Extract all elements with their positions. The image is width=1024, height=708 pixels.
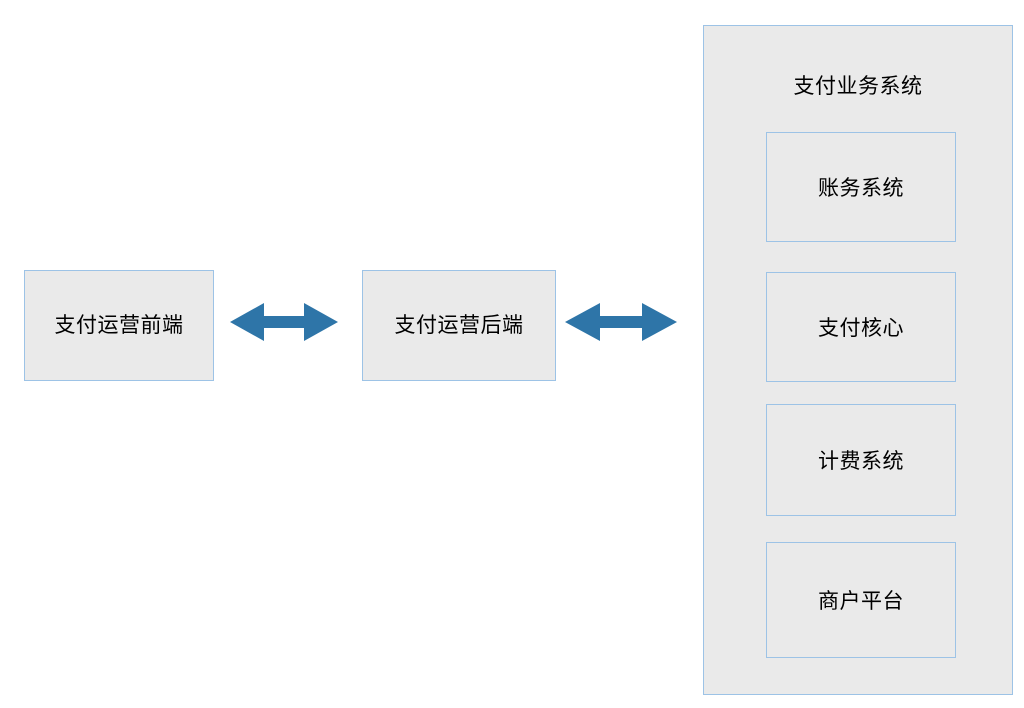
node-label: 支付运营前端 <box>54 313 184 337</box>
node-label: 账务系统 <box>818 177 904 200</box>
group-payment-business-system: 支付业务系统 账务系统 支付核心 计费系统 商户平台 <box>703 25 1013 695</box>
node-accounting-system[interactable]: 账务系统 <box>766 132 956 242</box>
node-label: 商户平台 <box>818 590 904 613</box>
node-payment-ops-frontend[interactable]: 支付运营前端 <box>24 270 214 381</box>
group-title: 支付业务系统 <box>793 75 923 98</box>
node-payment-core[interactable]: 支付核心 <box>766 272 956 382</box>
node-payment-ops-backend[interactable]: 支付运营后端 <box>362 270 556 381</box>
node-label: 支付核心 <box>818 317 904 340</box>
node-merchant-platform[interactable]: 商户平台 <box>766 542 956 658</box>
node-label: 支付运营后端 <box>394 313 524 337</box>
double-arrow-backend-to-business-system[interactable] <box>565 298 677 346</box>
node-billing-system[interactable]: 计费系统 <box>766 404 956 516</box>
node-label: 计费系统 <box>818 450 904 473</box>
double-arrow-frontend-to-backend[interactable] <box>230 298 338 346</box>
